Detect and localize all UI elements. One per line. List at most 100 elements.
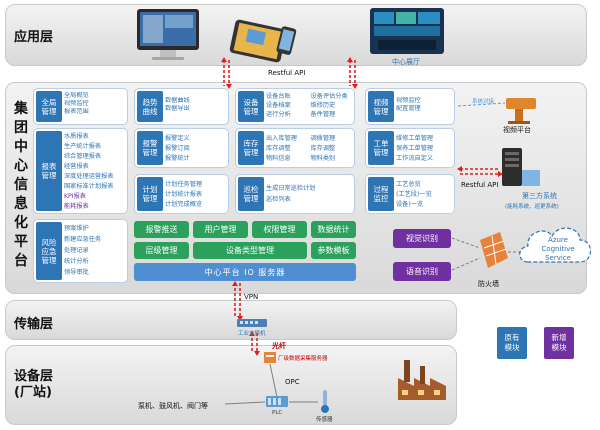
list-item[interactable]: 报表范围: [64, 108, 89, 115]
list-item[interactable]: 国家标准计划报表: [64, 183, 114, 190]
module-alarm[interactable]: 报警 管理 报警定义 报警订阅 报警统计: [134, 128, 229, 168]
list-item[interactable]: 深度处理运营报表: [64, 173, 114, 180]
module-work-items: 维修工单管理 保养工单管理 工作流自定义: [396, 134, 453, 164]
list-item[interactable]: 全局概览: [64, 92, 89, 99]
module-plan[interactable]: 计划 管理 计划任务管理 计划统计报表 计划完成概览: [134, 174, 229, 214]
opc-label: OPC: [285, 378, 300, 386]
list-item[interactable]: 库存调整: [310, 145, 336, 152]
app-layer-title: 应用层: [14, 30, 54, 45]
camera-icon: [506, 98, 536, 124]
module-global-head: 全局 管理: [36, 91, 62, 122]
list-item[interactable]: 水质报表: [64, 133, 89, 140]
list-item[interactable]: 库存调整: [266, 145, 291, 152]
list-item[interactable]: 处理记录: [64, 247, 89, 254]
list-item[interactable]: 备件管理: [310, 111, 336, 118]
list-item[interactable]: 计划统计报表: [165, 191, 203, 198]
platform-layer-title: 集团中心信息化平台: [14, 101, 28, 269]
module-process[interactable]: 过程 监控 工艺总览 (工艺段)一览 设备)一览: [365, 174, 455, 214]
list-item[interactable]: 新建应急任务: [64, 236, 102, 243]
user-mgmt-button[interactable]: 用户管理: [193, 221, 248, 238]
list-item[interactable]: (工艺段)一览: [396, 191, 432, 198]
list-item[interactable]: 运行分析: [266, 111, 291, 118]
module-patrol[interactable]: 巡检 管理 生成日常巡检计划 巡检列表: [235, 174, 355, 214]
module-equip[interactable]: 设备 管理 设备台账 设备评估分类 设备档案 维修历史 运行分析 备件管理: [235, 88, 355, 125]
restful-link-arrows: [221, 57, 358, 89]
list-item[interactable]: 预案维护: [64, 225, 89, 232]
list-item[interactable]: 能耗报表: [64, 203, 89, 210]
list-item[interactable]: 统计分析: [64, 258, 89, 265]
list-item[interactable]: 设备档案: [266, 102, 291, 109]
list-item[interactable]: 经营报表: [64, 163, 89, 170]
module-stock-items: 出入库管理 调拨管理 库存调整 库存调整 物料信息 物料类别: [266, 134, 353, 164]
module-patrol-head: 巡检 管理: [238, 177, 264, 211]
module-work[interactable]: 工单 管理 维修工单管理 保养工单管理 工作流自定义: [365, 128, 455, 168]
list-item[interactable]: 配置管理: [396, 105, 421, 112]
list-item[interactable]: 生成日常巡检计划: [266, 185, 316, 192]
list-item[interactable]: 工作流自定义: [396, 155, 434, 162]
list-item[interactable]: 报警统计: [165, 155, 190, 162]
transport-layer-title: 传输层: [14, 317, 54, 332]
list-item[interactable]: 巡检列表: [266, 196, 291, 203]
list-item[interactable]: 计划完成概览: [165, 201, 203, 208]
list-item[interactable]: 出入库管理: [266, 135, 297, 142]
module-work-head: 工单 管理: [368, 131, 394, 165]
list-item[interactable]: 调拨管理: [310, 135, 336, 142]
fiber-link: [249, 331, 260, 356]
list-item[interactable]: 保养工单管理: [396, 145, 434, 152]
module-risk-head: 风险 应急 管理: [36, 222, 62, 280]
fiber-label: 光纤: [272, 342, 286, 350]
module-video[interactable]: 视频 管理 视频监控 配置管理: [365, 88, 455, 125]
module-stock[interactable]: 库存 管理 出入库管理 调拨管理 库存调整 库存调整 物料信息 物料类别: [235, 128, 355, 168]
module-global[interactable]: 全局 管理 全局概览 视频监控 报表范围: [33, 88, 128, 125]
level-mgmt-button[interactable]: 层级管理: [134, 242, 189, 259]
third-party-label: 第三方系统: [522, 192, 557, 200]
alarm-push-button[interactable]: 报警推送: [134, 221, 189, 238]
list-item[interactable]: 视频监控: [64, 100, 89, 107]
perm-mgmt-button[interactable]: 权限管理: [252, 221, 307, 238]
list-item[interactable]: 设备台账: [266, 93, 291, 100]
io-server-bar[interactable]: 中心平台 IO 服务器: [134, 263, 356, 281]
list-item[interactable]: 设备评估分类: [310, 93, 348, 100]
module-report[interactable]: 报表 管理 水质报表 生产统计报表 综合管理报表 经营报表 深度处理运营报表 国…: [33, 128, 128, 214]
module-trend-head: 趋势 曲线: [137, 91, 163, 122]
plc-label: PLC: [272, 410, 283, 416]
screen-room-label: 中心展厅: [392, 58, 420, 66]
list-item[interactable]: 维修工单管理: [396, 135, 434, 142]
switch-label: 工业交换机: [238, 331, 266, 337]
module-global-items: 全局概览 视频监控 报表范围: [64, 92, 126, 116]
module-equip-items: 设备台账 设备评估分类 设备档案 维修历史 运行分析 备件管理: [266, 92, 353, 119]
list-item[interactable]: 工艺总览: [396, 181, 421, 188]
list-item[interactable]: 物料类别: [310, 155, 336, 162]
device-layer-band: [5, 345, 457, 425]
list-item[interactable]: 视频监控: [396, 97, 421, 104]
visual-recognition-button[interactable]: 视觉识别: [393, 229, 451, 248]
list-item[interactable]: 数据曲线: [165, 97, 190, 104]
list-item[interactable]: 数据导出: [165, 105, 190, 112]
video-platform-label: 视频平台: [503, 126, 531, 134]
data-stat-button[interactable]: 数据统计: [311, 221, 356, 238]
list-item[interactable]: 物料信息: [266, 155, 291, 162]
list-item[interactable]: 计划任务管理: [165, 181, 203, 188]
list-item[interactable]: 报警定义: [165, 135, 190, 142]
list-item[interactable]: KPI报表: [64, 193, 86, 200]
module-risk[interactable]: 风险 应急 管理 预案维护 新建应急任务 处理记录 统计分析 领导审批: [33, 219, 128, 283]
module-alarm-items: 报警定义 报警订阅 报警统计: [165, 134, 227, 164]
equip-type-button[interactable]: 设备类型管理: [193, 242, 307, 259]
third-party-link: [457, 166, 503, 177]
firewall-links: [451, 237, 524, 271]
list-item[interactable]: 维修历史: [310, 102, 336, 109]
voice-recognition-button[interactable]: 语音识别: [393, 262, 451, 281]
tablet-phone-icon: [229, 19, 297, 63]
param-template-button[interactable]: 参数模板: [311, 242, 356, 259]
list-item[interactable]: 报警订阅: [165, 145, 190, 152]
module-trend[interactable]: 趋势 曲线 数据曲线 数据导出: [134, 88, 229, 125]
collector-label: 厂级数据采集服务器: [278, 356, 328, 362]
list-item[interactable]: 领导审批: [64, 269, 89, 276]
module-report-items: 水质报表 生产统计报表 综合管理报表 经营报表 深度处理运营报表 国家标准计划报…: [64, 132, 126, 212]
list-item[interactable]: 综合管理报表: [64, 153, 102, 160]
list-item[interactable]: 生产统计报表: [64, 143, 102, 150]
module-video-head: 视频 管理: [368, 91, 394, 122]
list-item[interactable]: 设备)一览: [396, 201, 424, 208]
